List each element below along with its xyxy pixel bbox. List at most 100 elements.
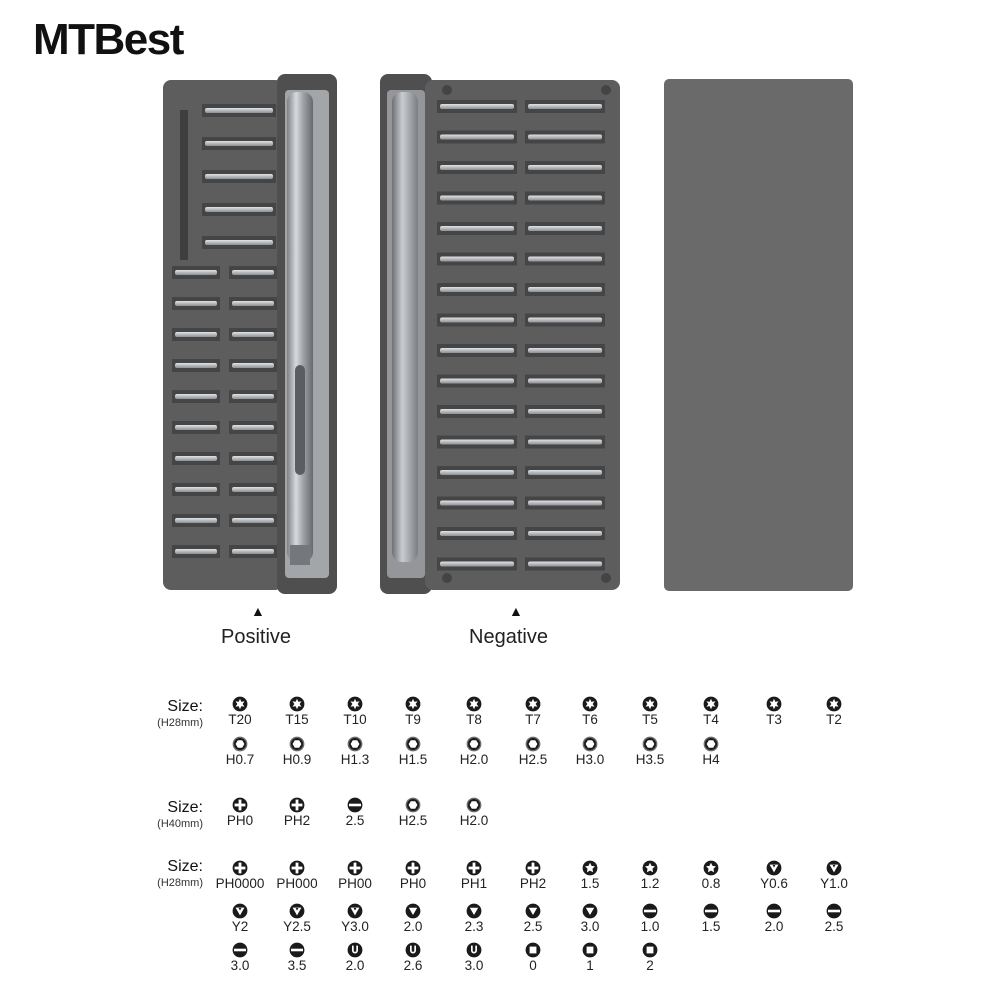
bit-spec: 2 bbox=[621, 942, 679, 973]
bit-size-label: 2 bbox=[646, 958, 654, 973]
bit-size-label: 2.0 bbox=[764, 919, 784, 934]
torx-icon bbox=[384, 696, 442, 712]
bit-spec: Y2.5 bbox=[268, 903, 326, 934]
brand-logo: MTBest bbox=[33, 15, 184, 64]
bit-size-label: H0.7 bbox=[225, 752, 255, 767]
size-label: Size: (H28mm) bbox=[141, 698, 203, 730]
bit-size-label: 3.0 bbox=[580, 919, 600, 934]
bit-size-label: 1 bbox=[586, 958, 594, 973]
bit-size-label: H1.5 bbox=[398, 752, 428, 767]
bit-spec: T2 bbox=[805, 696, 863, 727]
bit-size-label: PH2 bbox=[519, 876, 547, 891]
bit-spec: T10 bbox=[326, 696, 384, 727]
hex-icon bbox=[384, 797, 442, 813]
bit-spec: 1.0 bbox=[621, 903, 679, 934]
positive-caption: Positive bbox=[221, 626, 292, 648]
bit-size-label: H3.0 bbox=[575, 752, 605, 767]
height-label: (H28mm) bbox=[157, 717, 203, 729]
bit-size-label: H3.5 bbox=[635, 752, 665, 767]
torx-icon bbox=[211, 696, 269, 712]
bit-size-label: T5 bbox=[642, 712, 658, 727]
slotted-icon bbox=[211, 942, 269, 958]
bit-size-label: PH0 bbox=[399, 876, 427, 891]
bit-spec: PH0 bbox=[211, 797, 269, 828]
bit-size-label: 0 bbox=[529, 958, 537, 973]
bit-size-label: T9 bbox=[405, 712, 421, 727]
phillips-icon bbox=[268, 860, 326, 876]
hex-icon bbox=[384, 736, 442, 752]
bit-size-label: H2.5 bbox=[398, 813, 428, 828]
slotted-icon bbox=[326, 797, 384, 813]
bit-spec: 2.0 bbox=[326, 942, 384, 973]
hex-icon bbox=[211, 736, 269, 752]
bit-size-label: 3.0 bbox=[230, 958, 250, 973]
bit-size-label: T10 bbox=[343, 712, 367, 727]
bit-size-label: Y2.5 bbox=[283, 919, 311, 934]
bit-size-label: 1.5 bbox=[580, 876, 600, 891]
bit-size-label: 2.0 bbox=[345, 958, 365, 973]
hex-icon bbox=[326, 736, 384, 752]
bit-size-label: H0.9 bbox=[282, 752, 312, 767]
bit-spec: T20 bbox=[211, 696, 269, 727]
bit-size-label: T4 bbox=[703, 712, 719, 727]
bit-size-label: H2.5 bbox=[518, 752, 548, 767]
bit-size-label: H2.0 bbox=[459, 752, 489, 767]
bit-size-label: T15 bbox=[285, 712, 309, 727]
bit-spec: PH1 bbox=[445, 860, 503, 891]
slotted-icon bbox=[621, 903, 679, 919]
bit-spec: T9 bbox=[384, 696, 442, 727]
bit-spec: H2.5 bbox=[504, 736, 562, 767]
bit-size-label: PH0000 bbox=[215, 876, 265, 891]
bit-spec: H2.0 bbox=[445, 736, 503, 767]
torx-icon bbox=[326, 696, 384, 712]
bit-size-label: 2.5 bbox=[824, 919, 844, 934]
bit-size-label: H2.0 bbox=[459, 813, 489, 828]
size-label: Size:(H40mm) bbox=[141, 799, 203, 831]
bit-size-label: 2.0 bbox=[403, 919, 423, 934]
positive-arrow-icon: ▲ bbox=[251, 603, 265, 619]
phillips-icon bbox=[211, 860, 269, 876]
phillips-icon bbox=[384, 860, 442, 876]
bit-spec: 0 bbox=[504, 942, 562, 973]
hex-icon bbox=[561, 736, 619, 752]
size-title: Size: bbox=[167, 698, 203, 715]
bit-spec: H3.0 bbox=[561, 736, 619, 767]
bit-spec: 2.0 bbox=[384, 903, 442, 934]
bit-size-label: PH2 bbox=[283, 813, 311, 828]
bit-size-label: H1.3 bbox=[340, 752, 370, 767]
bit-spec: 3.0 bbox=[561, 903, 619, 934]
torx-icon bbox=[621, 696, 679, 712]
hex-icon bbox=[621, 736, 679, 752]
bit-spec: Y3.0 bbox=[326, 903, 384, 934]
bit-spec: H0.7 bbox=[211, 736, 269, 767]
bit-spec: PH000 bbox=[268, 860, 326, 891]
bit-size-label: Y3.0 bbox=[341, 919, 369, 934]
bit-size-label: PH00 bbox=[338, 876, 372, 891]
bit-spec: T3 bbox=[745, 696, 803, 727]
phillips-icon bbox=[445, 860, 503, 876]
bit-spec: T4 bbox=[682, 696, 740, 727]
bit-size-label: PH000 bbox=[276, 876, 318, 891]
square-icon bbox=[504, 942, 562, 958]
bit-size-label: T7 bbox=[525, 712, 541, 727]
bit-spec: 1 bbox=[561, 942, 619, 973]
bit-spec: PH0000 bbox=[211, 860, 269, 891]
bit-spec: 1.5 bbox=[561, 860, 619, 891]
bit-spec: H2.5 bbox=[384, 797, 442, 828]
bit-spec: 2.5 bbox=[326, 797, 384, 828]
pentalobe-icon bbox=[561, 860, 619, 876]
square-icon bbox=[561, 942, 619, 958]
bit-size-label: 2.5 bbox=[523, 919, 543, 934]
phillips-icon bbox=[268, 797, 326, 813]
pentalobe-icon bbox=[621, 860, 679, 876]
tri-wing-icon bbox=[805, 860, 863, 876]
u-shape-icon bbox=[384, 942, 442, 958]
torx-icon bbox=[504, 696, 562, 712]
size-label: Size:(H28mm) bbox=[141, 858, 203, 890]
bit-size-label: 2.5 bbox=[345, 813, 365, 828]
bit-spec: 0.8 bbox=[682, 860, 740, 891]
bit-spec: 3.5 bbox=[268, 942, 326, 973]
bit-size-label: PH0 bbox=[226, 813, 254, 828]
square-icon bbox=[621, 942, 679, 958]
bit-spec: T6 bbox=[561, 696, 619, 727]
